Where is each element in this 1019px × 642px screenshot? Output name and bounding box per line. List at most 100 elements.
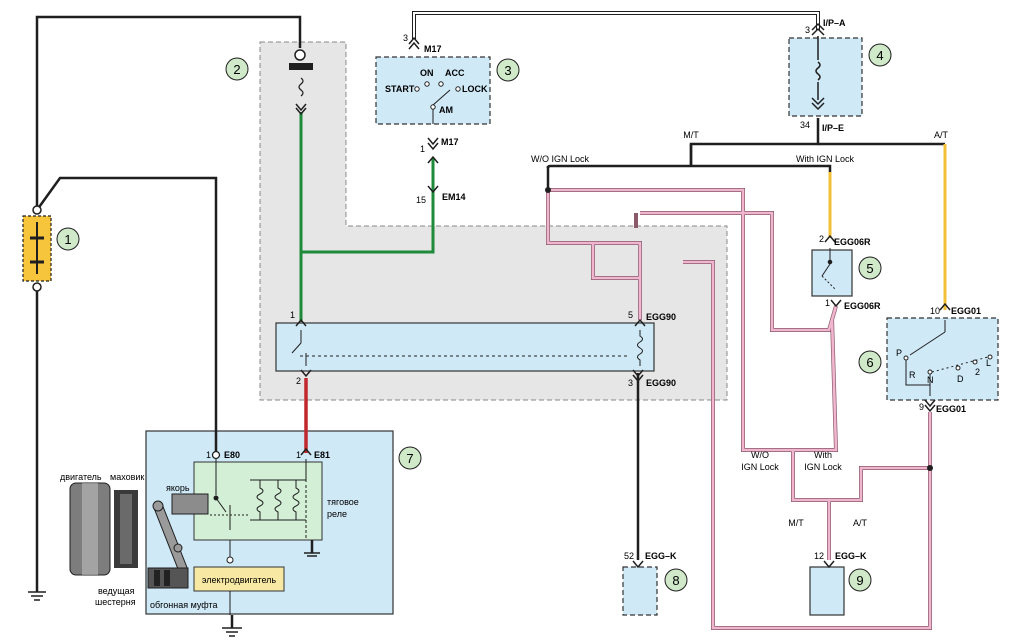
connector-ipe: I/P–E — [822, 123, 844, 133]
branch-mt-bottom: M/T — [788, 518, 804, 528]
label-motor: электродвигатель — [202, 575, 277, 585]
connector-egg90-top: EGG90 — [646, 312, 676, 322]
starter-internals — [210, 459, 307, 615]
ignition-switch-contacts — [414, 81, 461, 124]
callout-7: 7 — [406, 451, 413, 466]
wire-pink-with — [793, 317, 838, 452]
ign-on: ON — [420, 68, 434, 78]
ip-junction-box — [788, 37, 863, 117]
connector-egg06r-bottom: EGG06R — [844, 301, 881, 311]
callout-9: 9 — [856, 573, 863, 588]
label-overrunning-clutch: обгонная муфта — [150, 600, 218, 610]
pin-eggk-8: 52 — [624, 551, 634, 561]
label-relay-1: тяговое — [327, 497, 359, 507]
branch-wo-bottom-2: IGN Lock — [741, 462, 779, 472]
wire-pink-wo-top — [548, 188, 793, 452]
pink-wires — [546, 188, 932, 630]
ign-lock: LOCK — [462, 84, 488, 94]
motor-box — [193, 566, 285, 592]
ign-am: AM — [439, 105, 453, 115]
callout-8: 8 — [672, 573, 679, 588]
battery-fuse — [22, 205, 52, 292]
wire-em14-to-relay — [301, 186, 435, 254]
connector-em14: EM14 — [442, 192, 466, 202]
drive-gear — [147, 567, 189, 589]
connector-eggk-9: EGG–K — [835, 551, 867, 561]
ground-symbols — [28, 552, 320, 637]
connector-egg06r-top: EGG06R — [834, 237, 871, 247]
callout-1: 1 — [64, 232, 71, 247]
pin-egg90-bottom: 3 — [628, 378, 633, 388]
clutch-switch-box — [811, 249, 853, 297]
wire-branch-wo-with — [546, 164, 832, 172]
connector-ipa: I/P–A — [823, 18, 846, 28]
connector-egg01-top: EGG01 — [951, 306, 981, 316]
pin-e81: 1 — [296, 450, 301, 460]
wire-pink-join2 — [593, 241, 642, 278]
pin-ipa: 3 — [805, 25, 810, 35]
pin-egg01-top: 10 — [930, 306, 940, 316]
pin-egg90-out: 2 — [296, 376, 301, 386]
branch-mt-top: M/T — [683, 130, 699, 140]
pin-m17-bottom: 1 — [420, 144, 425, 154]
wire-white-m17-ip — [412, 11, 820, 40]
callout-4: 4 — [876, 48, 883, 63]
pin-egg90-top: 5 — [628, 310, 633, 320]
connector-m17-bottom: M17 — [441, 137, 459, 147]
connector-chevrons — [295, 36, 951, 569]
callout-2: 2 — [233, 62, 240, 77]
callout-3: 3 — [504, 63, 511, 78]
branch-at-bottom: A/T — [853, 518, 868, 528]
ign-acc: ACC — [445, 68, 465, 78]
connector-m17-top: M17 — [424, 44, 442, 54]
wire-pink-at — [829, 466, 930, 502]
gear-selector-internals — [903, 320, 993, 396]
pin-egg06r-top: 2 — [819, 234, 824, 244]
gear-r: R — [909, 370, 916, 380]
green-wires — [299, 112, 435, 322]
ign-start: START — [385, 84, 415, 94]
label-engine: двигатель — [60, 472, 102, 482]
e80-terminal — [211, 450, 221, 460]
fuse-2 — [289, 49, 313, 116]
gear-n: N — [927, 375, 934, 385]
wire-pink-join — [591, 243, 642, 320]
yellow-wires — [828, 144, 947, 310]
plunger — [171, 493, 209, 515]
gear-p: P — [896, 348, 902, 358]
connector-e81: E81 — [314, 450, 330, 460]
junction-dot-egg01 — [927, 465, 933, 471]
pin-egg90-in: 1 — [290, 310, 295, 320]
pin-eggk-9: 12 — [814, 551, 824, 561]
connector-egg01-bottom: EGG01 — [936, 404, 966, 414]
wire-pink-loop — [683, 260, 932, 630]
relay-box-egg90 — [275, 322, 655, 372]
traction-relay-box — [193, 461, 323, 541]
label-drive-gear-2: шестерня — [95, 597, 136, 607]
junction-dot-wo — [545, 187, 551, 193]
branch-with-ign-top: With IGN Lock — [796, 154, 855, 164]
callouts — [56, 43, 892, 592]
wire-pink-drop — [791, 450, 831, 560]
callout-5: 5 — [866, 261, 873, 276]
pin-egg01-bottom: 9 — [919, 402, 924, 412]
pin-m17-top: 3 — [403, 33, 408, 43]
label-drive-gear-1: ведущая — [98, 586, 135, 596]
wire-pink-wo — [546, 190, 593, 245]
wire-battery-top — [35, 15, 302, 210]
ignition-area-gray — [259, 41, 728, 401]
connector-e80: E80 — [224, 450, 240, 460]
ecm-box-9 — [809, 566, 845, 616]
branch-wo-bottom-1: W/O — [751, 450, 769, 460]
black-wires — [35, 15, 945, 592]
label-relay-2: реле — [327, 509, 347, 519]
callout-6: 6 — [866, 355, 873, 370]
gear-l: L — [986, 358, 991, 368]
pin-ipe: 34 — [800, 120, 810, 130]
branch-at-top: A/T — [934, 130, 949, 140]
ecm-box-8 — [622, 566, 658, 616]
gear-2: 2 — [975, 367, 980, 377]
pin-egg06r-bottom: 1 — [825, 298, 830, 308]
